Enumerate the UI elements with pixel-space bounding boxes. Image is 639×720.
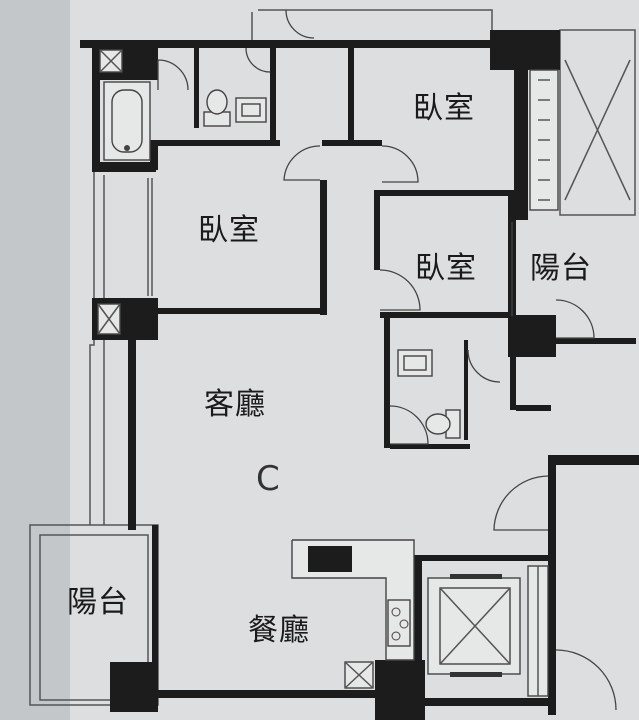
label-unit: C xyxy=(256,459,280,499)
shaft-left xyxy=(97,303,121,335)
kitchen-counter xyxy=(291,539,415,661)
shaft-top-left xyxy=(99,49,123,73)
fridge xyxy=(344,661,374,689)
toilet-middle xyxy=(425,409,461,439)
sink-middle xyxy=(397,349,433,377)
outer-boundary xyxy=(29,9,636,706)
stair-shaft xyxy=(527,565,549,697)
wardrobe-right xyxy=(529,69,559,211)
label-bedroom-top-right: 臥室 xyxy=(413,91,475,126)
sink-top xyxy=(235,97,267,123)
elevator xyxy=(427,574,521,677)
label-bedroom-middle: 臥室 xyxy=(415,251,477,286)
toilet-top xyxy=(203,89,231,127)
label-bedroom-left: 臥室 xyxy=(198,213,260,248)
label-balcony-right: 陽台 xyxy=(530,251,592,286)
doors xyxy=(157,9,617,711)
window-strip-left xyxy=(147,178,153,296)
label-dining-room: 餐廳 xyxy=(248,613,310,648)
shadow-left xyxy=(0,0,70,720)
bathtub xyxy=(103,81,151,161)
label-living-room: 客廳 xyxy=(204,387,266,422)
label-balcony-left: 陽台 xyxy=(67,585,129,620)
